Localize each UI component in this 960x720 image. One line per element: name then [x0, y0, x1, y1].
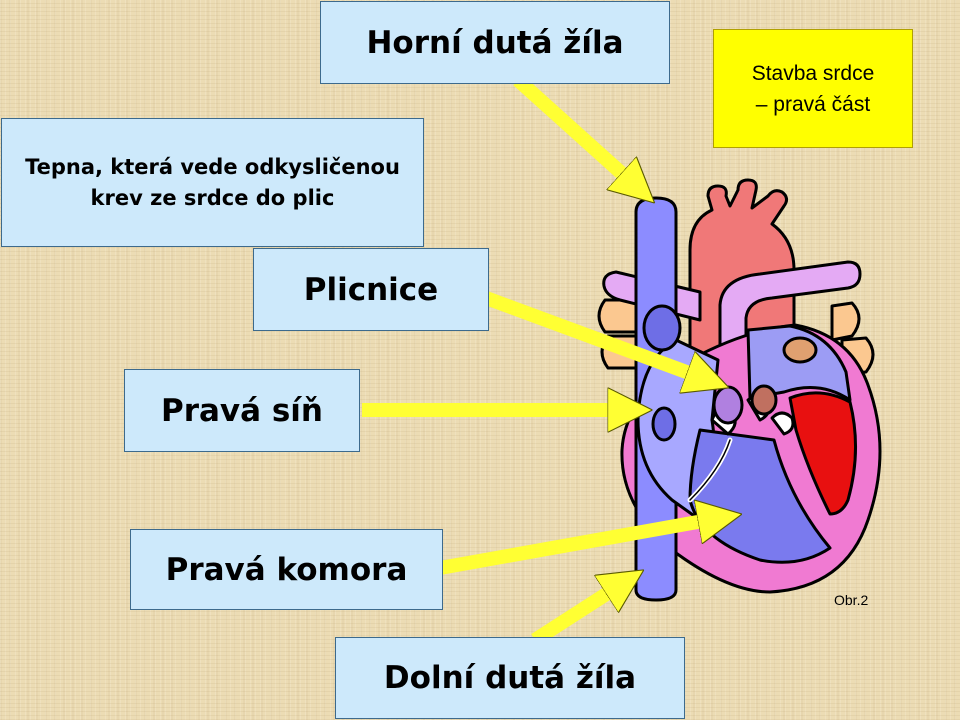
figure-number: Obr.2: [834, 592, 869, 608]
label-pulmonary-artery-description: Tepna, která vede odkysličenou krev ze s…: [1, 118, 424, 247]
title-line-1: Stavba srdce: [751, 61, 875, 85]
arrow-superior-vena-cava: [513, 74, 638, 188]
vena-opening: [642, 304, 682, 352]
pulmonary-vein-opening: [782, 336, 818, 364]
label-right-atrium: Pravá síň: [124, 369, 360, 452]
coronary-sinus: [651, 406, 677, 442]
title-line-2: – pravá část: [755, 92, 871, 116]
pulmonary-valve: [750, 384, 778, 416]
arrow-inferior-vena-cava: [531, 582, 625, 646]
pulmonary-artery: [718, 260, 862, 372]
label-superior-vena-cava: Horní dutá žíla: [320, 1, 670, 84]
left-ventricle-chamber: [788, 391, 858, 516]
arrow-right-ventricle: [438, 518, 720, 575]
title-box: Stavba srdce – pravá část: [713, 29, 913, 148]
label-inferior-vena-cava: Dolní dutá žíla: [335, 637, 685, 719]
label-right-ventricle: Pravá komora: [130, 529, 443, 610]
label-pulmonary-trunk: Plicnice: [253, 248, 489, 331]
aorta: [688, 178, 796, 357]
septum-outline: [689, 439, 731, 501]
arrow-pulmonary-trunk: [467, 285, 708, 380]
